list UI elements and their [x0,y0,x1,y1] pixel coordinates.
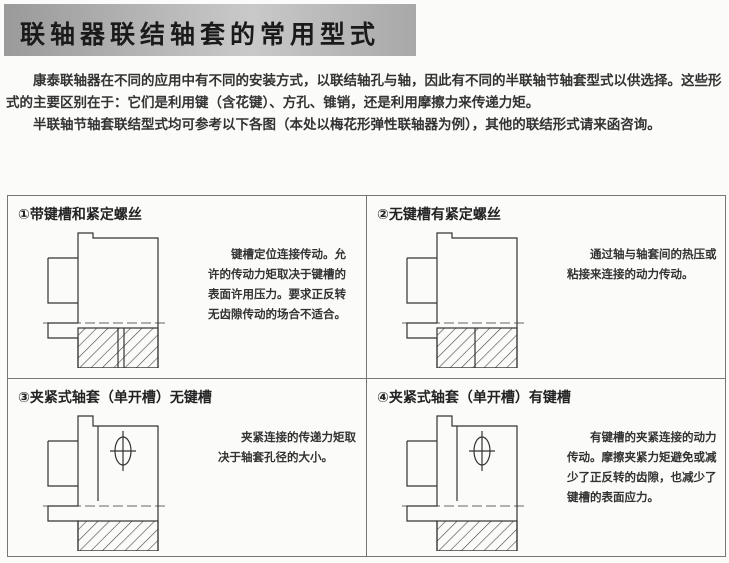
cell-keyway-setscrew: ①带键槽和紧定螺丝 键槽定位连接传动。允许的传动力矩取决于键槽的表面许用压力。要… [8,196,366,378]
cell-title: ②无键槽有紧定螺丝 [377,207,501,223]
cell-clamp-keyway: ④夹紧式轴套（单开槽）有键槽 有键槽的夹紧连接的动力传动。摩擦夹紧力矩避免或减少… [367,379,725,561]
header-banner: 联轴器联结轴套的常用型式 [4,4,416,56]
cell-setscrew-no-keyway: ②无键槽有紧定螺丝 通过轴与轴套间的热压或粘接来连接的动力传动。 [367,196,725,378]
cell-title: ④夹紧式轴套（单开槽）有键槽 [377,390,571,406]
connection-types-grid: ①带键槽和紧定螺丝 键槽定位连接传动。允许的传动力矩取决于键槽的表面许用压力。要… [7,195,726,557]
intro-text: 康泰联轴器在不同的应用中有不同的安装方式，以联结轴孔与轴，因此有不同的半联轴节轴… [6,70,726,136]
intro-paragraph-1: 康泰联轴器在不同的应用中有不同的安装方式，以联结轴孔与轴，因此有不同的半联轴节轴… [6,73,722,111]
divider [8,378,725,379]
coupling-drawing [43,415,168,551]
page-title: 联轴器联结轴套的常用型式 [20,20,381,49]
cell-description: 通过轴与轴套间的热压或粘接来连接的动力传动。 [567,247,717,281]
cell-description: 夹紧连接的传递力矩取决于轴套孔径的大小。 [218,430,356,464]
cell-clamp-no-keyway: ③夹紧式轴套（单开槽）无键槽 夹紧连接的传递力矩取决于轴套孔径的大小。 [8,379,366,561]
divider [366,196,367,556]
coupling-drawing [402,232,527,368]
coupling-drawing [402,415,527,551]
cell-description: 键槽定位连接传动。允许的传动力矩取决于键槽的表面许用压力。要求正反转无齿隙传动的… [208,247,346,321]
cell-title: ③夹紧式轴套（单开槽）无键槽 [18,390,212,406]
coupling-drawing [43,232,168,368]
cell-title: ①带键槽和紧定螺丝 [18,207,142,223]
intro-paragraph-2: 半联轴节轴套联结型式均可参考以下各图（本处以梅花形弹性联轴器为例），其他的联结形… [33,117,661,133]
cell-description: 有键槽的夹紧连接的动力传动。摩擦夹紧力矩避免或减少了正反转的齿隙，也减少了键槽的… [567,430,717,504]
